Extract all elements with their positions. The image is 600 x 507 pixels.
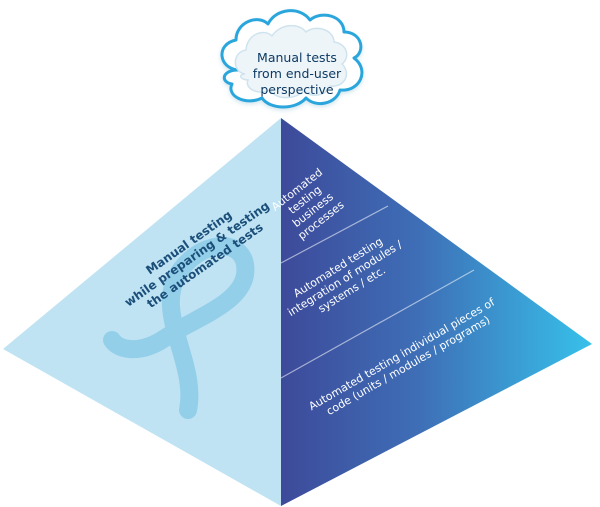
- pyramid-right-face: [281, 118, 592, 506]
- level-divider-top: [280, 205, 389, 264]
- cloud-label: Manual tests from end-user perspective: [252, 50, 342, 97]
- loop-ribbon-icon: [103, 237, 255, 419]
- cloud-shape: [220, 9, 364, 109]
- pyramid-left-face: [3, 118, 281, 506]
- level-divider-bottom: [280, 269, 475, 379]
